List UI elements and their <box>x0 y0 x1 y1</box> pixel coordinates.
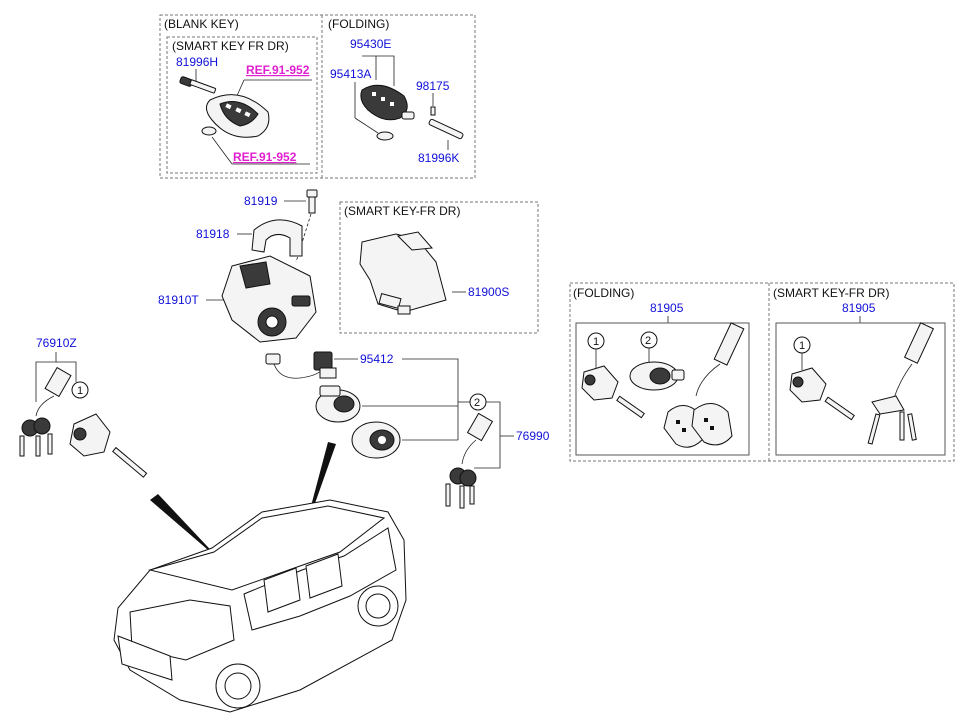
blank-key-group-box <box>159 14 476 179</box>
wiring-connector-icon <box>265 351 337 379</box>
ignition-switch-icon <box>315 385 361 423</box>
part-81910T[interactable]: 81910T <box>158 293 199 307</box>
part-81918[interactable]: 81918 <box>196 227 230 241</box>
key-blade-icon <box>428 118 464 140</box>
part-81900S[interactable]: 81900S <box>468 285 509 299</box>
key-set-icon <box>445 412 494 509</box>
smart-kit-box <box>775 322 946 456</box>
callout-2-mid-label: 2 <box>474 397 480 409</box>
part-95430E[interactable]: 95430E <box>350 37 391 51</box>
caption-smart-key-fr-dr-mid: (SMART KEY-FR DR) <box>344 204 460 218</box>
smart-key-fob-icon <box>206 94 270 138</box>
leader-line <box>402 358 459 440</box>
caption-folding-top: (FOLDING) <box>328 17 389 31</box>
callout-1-folding-label: 1 <box>593 336 599 348</box>
part-81905-smart[interactable]: 81905 <box>842 301 876 315</box>
part-95413A[interactable]: 95413A <box>330 67 371 81</box>
battery-icon <box>376 131 394 141</box>
ref-91-952-top[interactable]: REF.91-952 <box>246 63 310 77</box>
caption-smart-key-fr-dr-right: (SMART KEY-FR DR) <box>773 286 889 300</box>
right-group-box <box>569 282 955 462</box>
door-key-set-icon <box>19 366 72 457</box>
part-76910Z[interactable]: 76910Z <box>36 336 77 350</box>
leader-line <box>56 361 77 382</box>
caption-smart-key-fr-dr-top: (SMART KEY FR DR) <box>172 39 289 53</box>
bracket-icon <box>251 219 303 257</box>
ignition-lock-cylinder-icon <box>629 361 685 391</box>
smart-ignition-module-icon <box>359 231 447 315</box>
leader-line <box>354 117 379 134</box>
callout-1-left-label: 1 <box>77 385 83 397</box>
leader-line <box>474 401 501 469</box>
ignition-lock-icon <box>221 255 317 343</box>
leader-line <box>376 55 395 86</box>
folding-kit-box <box>575 322 750 456</box>
ref-91-952-bottom[interactable]: REF.91-952 <box>233 150 297 164</box>
part-76990[interactable]: 76990 <box>516 429 550 443</box>
key-set-icon <box>867 322 935 445</box>
callout-1-smart-label: 1 <box>799 340 805 352</box>
door-lock-cylinder-icon <box>69 413 148 478</box>
folding-key-icon <box>360 84 415 121</box>
part-81996H[interactable]: 81996H <box>176 55 218 69</box>
pointer-wedge-left <box>150 494 222 562</box>
pin-icon <box>430 106 436 116</box>
part-95412[interactable]: 95412 <box>360 352 394 366</box>
callout-1-left <box>71 381 89 399</box>
part-98175[interactable]: 98175 <box>416 79 450 93</box>
vehicle-icon <box>113 499 407 713</box>
leader-line <box>35 352 57 402</box>
door-lock-cylinder-icon <box>581 365 645 419</box>
folding-key-fob-pair-icon <box>663 322 745 448</box>
callout-2-folding-label: 2 <box>645 335 651 347</box>
leader-line <box>211 136 233 165</box>
part-81996K[interactable]: 81996K <box>418 151 459 165</box>
part-81905-folding[interactable]: 81905 <box>650 301 684 315</box>
caption-blank-key: (BLANK KEY) <box>164 17 239 31</box>
screw-icon <box>306 189 318 214</box>
smart-key-fr-dr-box <box>339 201 539 334</box>
emergency-key-blade-icon <box>179 76 217 94</box>
battery-icon <box>201 126 217 136</box>
part-81919[interactable]: 81919 <box>244 194 278 208</box>
caption-folding-right: (FOLDING) <box>573 286 634 300</box>
door-lock-cylinder-icon <box>789 367 855 421</box>
lock-cylinder-icon <box>351 421 401 459</box>
smart-key-fr-dr-subbox <box>166 36 318 174</box>
